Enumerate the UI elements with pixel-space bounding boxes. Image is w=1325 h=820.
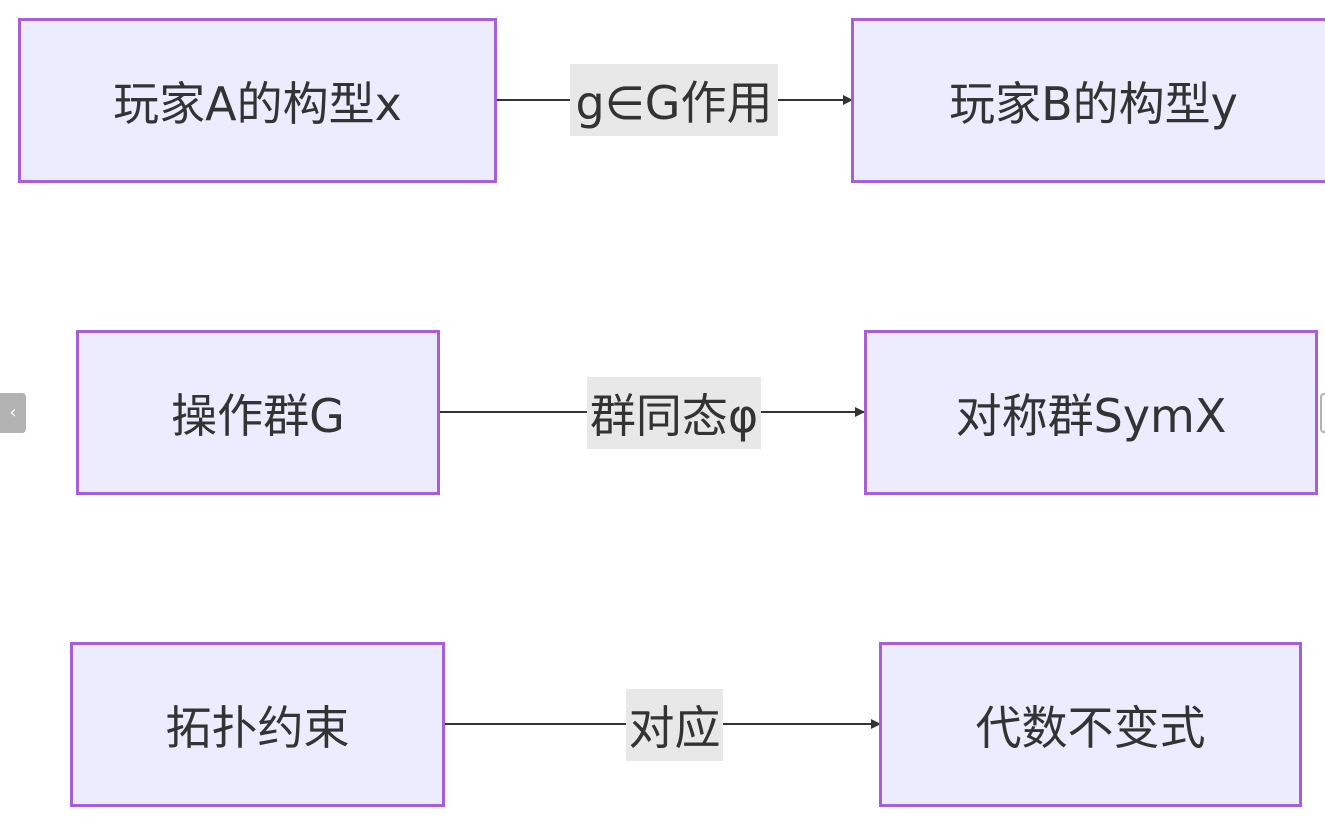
edge-label-text: 群同态φ [589,389,759,443]
node-label: 拓扑约束 [165,700,350,755]
node-label: 操作群G [171,388,345,443]
edge-label-correspondence: 对应 [626,689,723,761]
node-player-a-configuration: 玩家A的构型x [18,18,497,183]
node-label: 玩家B的构型y [949,76,1238,131]
node-label: 对称群SymX [955,388,1227,443]
node-player-b-configuration: 玩家B的构型y [851,18,1325,183]
previous-slide-button[interactable]: ‹ [0,393,26,433]
node-algebraic-invariant: 代数不变式 [879,642,1302,807]
edge-label-homomorphism: 群同态φ [587,377,761,449]
node-topological-constraint: 拓扑约束 [70,642,445,807]
edge-label-text: 对应 [628,701,721,755]
chevron-left-icon: ‹ [9,402,17,423]
node-label: 代数不变式 [975,700,1206,755]
node-symmetric-group: 对称群SymX [864,330,1318,495]
node-label: 玩家A的构型x [113,76,402,131]
node-operation-group: 操作群G [76,330,440,495]
edge-label-group-action: g∈G作用 [570,64,778,136]
edge-label-text: g∈G作用 [575,76,773,130]
next-slide-button[interactable] [1320,393,1325,433]
